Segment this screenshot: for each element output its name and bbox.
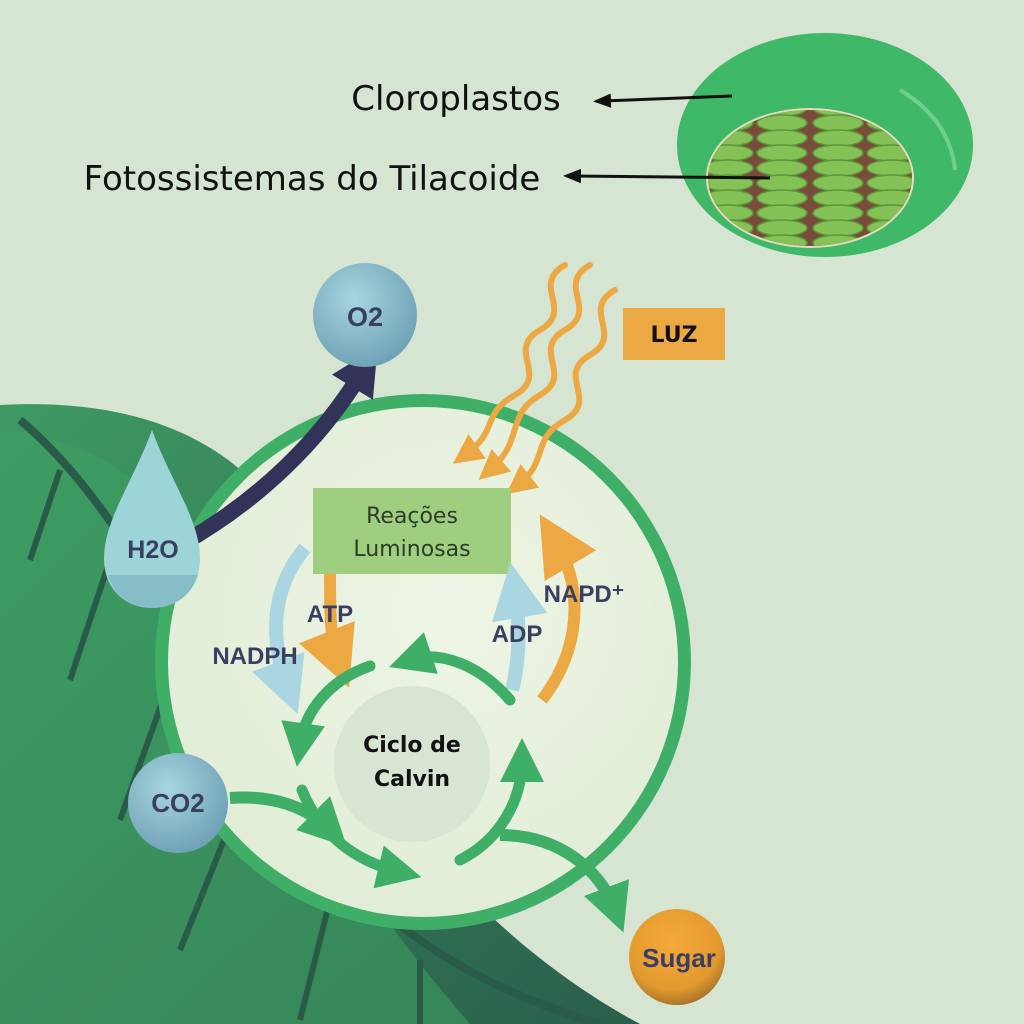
atp-label: ATP xyxy=(307,601,353,628)
light-reactions-box: Reações Luminosas xyxy=(313,488,511,574)
thylakoid-disc xyxy=(812,129,864,147)
thylakoid-disc xyxy=(812,204,864,222)
sugar-molecule: Sugar xyxy=(629,909,725,1005)
co2-label: CO2 xyxy=(151,788,204,818)
chloroplast-illustration xyxy=(677,33,973,257)
calvin-line1: Ciclo de xyxy=(363,733,461,758)
o2-molecule: O2 xyxy=(313,263,417,367)
thylakoid-disc xyxy=(812,114,864,132)
o2-release-arrow xyxy=(172,346,378,553)
h2o-droplet: H2O xyxy=(104,430,200,608)
chloroplasts-pointer-arrow xyxy=(593,93,733,108)
thylakoid-disc xyxy=(756,204,808,222)
h2o-label: H2O xyxy=(127,536,178,564)
light-rays xyxy=(452,262,618,495)
light-reactions-line2: Luminosas xyxy=(353,537,470,562)
chloroplasts-label: Cloroplastos xyxy=(351,79,560,119)
co2-molecule: CO2 xyxy=(128,753,228,853)
light-reactions-line1: Reações xyxy=(366,504,458,529)
thylakoid-label: Fotossistemas do Tilacoide xyxy=(84,159,541,199)
light-box: LUZ xyxy=(623,308,725,360)
sugar-output-arrow xyxy=(499,829,630,933)
sugar-label: Sugar xyxy=(642,943,716,973)
atp-arrow xyxy=(299,573,355,688)
calvin-arrow-top xyxy=(389,632,516,706)
nadph-label: NADPH xyxy=(212,643,297,670)
thylakoid-disc xyxy=(756,129,808,147)
nadph-arrow xyxy=(251,543,311,715)
adp-arrow xyxy=(491,562,548,692)
napd-arrow xyxy=(537,514,597,704)
thylakoid-disc xyxy=(812,159,864,177)
calvin-arrow-left xyxy=(281,660,376,767)
thylakoid-pointer-arrow xyxy=(563,168,771,184)
o2-label: O2 xyxy=(347,302,383,332)
thylakoid-disc xyxy=(812,174,864,192)
thylakoid-disc xyxy=(756,159,808,177)
thylakoid-disc xyxy=(866,174,912,192)
adp-label: ADP xyxy=(492,621,543,648)
calvin-line2: Calvin xyxy=(374,767,450,792)
light-ray-2 xyxy=(478,262,593,480)
calvin-arrow-right xyxy=(454,738,544,866)
thylakoid-disc xyxy=(812,189,864,207)
thylakoid-disc xyxy=(812,219,864,237)
thylakoid-disc xyxy=(756,144,808,162)
light-ray-1 xyxy=(452,262,568,464)
light-ray-3 xyxy=(506,287,618,495)
light-label: LUZ xyxy=(650,323,697,348)
napd-label: NAPD⁺ xyxy=(544,581,625,608)
co2-input-arrow xyxy=(229,791,347,847)
thylakoid-disc xyxy=(756,219,808,237)
thylakoid-disc xyxy=(756,114,808,132)
thylakoid-disc xyxy=(756,189,808,207)
thylakoid-disc xyxy=(812,144,864,162)
